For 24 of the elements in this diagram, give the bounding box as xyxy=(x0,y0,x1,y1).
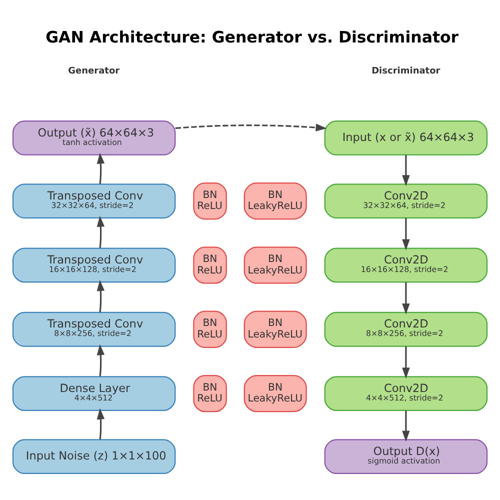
node-box: Input (x or x̃) 64×64×3 xyxy=(324,120,488,156)
node-box: BN LeakyReLU xyxy=(244,310,307,348)
arrow xyxy=(402,218,410,250)
arrow xyxy=(402,346,410,379)
arrow xyxy=(96,408,105,440)
label: Generator xyxy=(68,66,120,77)
arrow xyxy=(96,152,105,184)
arrow xyxy=(402,282,410,315)
node-box: BN ReLU xyxy=(193,374,227,412)
node-box: BN LeakyReLU xyxy=(244,374,307,412)
node-box: BN ReLU xyxy=(193,246,227,284)
node-box: BN ReLU xyxy=(193,310,227,348)
label: Discriminator xyxy=(372,66,440,77)
arrow xyxy=(402,155,410,186)
arrow xyxy=(96,344,105,376)
node-box: Input Noise (z) 1×1×100 xyxy=(12,439,176,474)
arrow xyxy=(175,124,327,132)
arrow xyxy=(96,280,105,312)
node-box: BN LeakyReLU xyxy=(244,246,307,284)
arrow xyxy=(96,216,105,248)
node-box: BN LeakyReLU xyxy=(244,182,307,220)
node-box: BN ReLU xyxy=(193,182,227,220)
arrow xyxy=(402,410,410,442)
diagram-title: GAN Architecture: Generator vs. Discriminator xyxy=(46,27,459,46)
